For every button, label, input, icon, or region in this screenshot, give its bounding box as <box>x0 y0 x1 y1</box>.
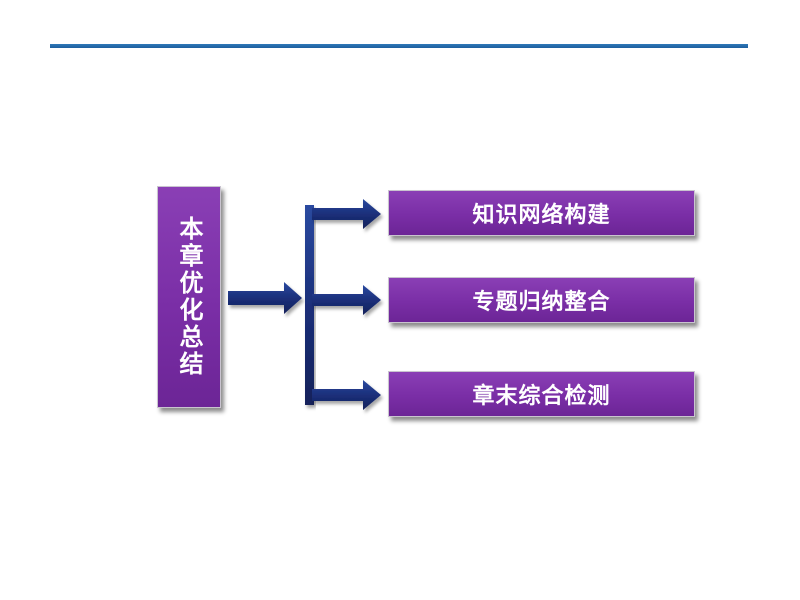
chapter-test-label: 章末综合检测 <box>472 384 611 409</box>
chapter-summary-box[interactable]: 本章优化总结 <box>157 186 221 408</box>
knowledge-network-box[interactable]: 知识网络构建 <box>388 190 695 236</box>
chapter-test-box[interactable]: 章末综合检测 <box>388 371 695 417</box>
branch-arrow-1 <box>312 199 381 229</box>
main-arrow <box>228 282 302 314</box>
header-rule <box>50 44 748 48</box>
topic-summary-label: 专题归纳整合 <box>472 290 611 315</box>
bracket-bar <box>305 205 314 405</box>
chapter-summary-label: 本章优化总结 <box>175 216 203 378</box>
knowledge-network-label: 知识网络构建 <box>472 203 611 228</box>
branch-arrow-2 <box>312 285 381 315</box>
topic-summary-box[interactable]: 专题归纳整合 <box>388 277 695 323</box>
branch-arrow-3 <box>312 380 381 410</box>
